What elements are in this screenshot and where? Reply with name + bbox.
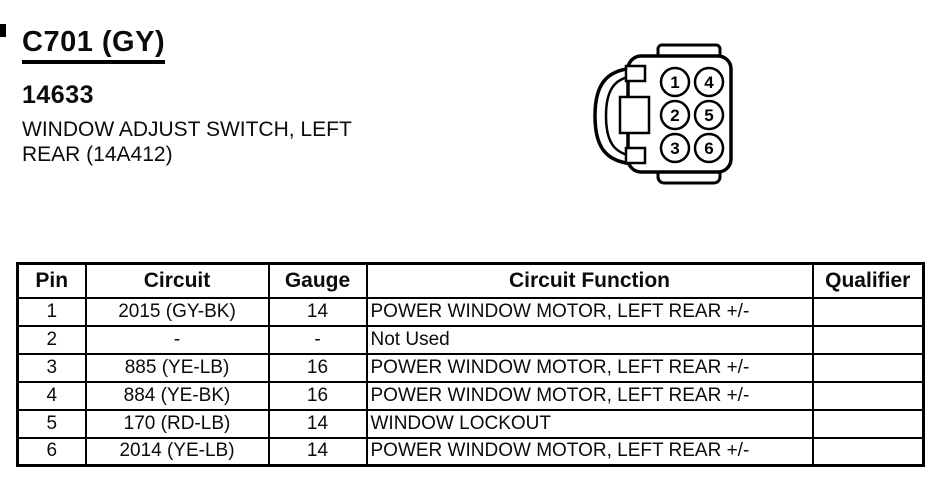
pin-cell: 4: [16, 380, 87, 411]
pin-1-circle: [659, 66, 691, 98]
circuit-cell: 2015 (GY-BK): [84, 296, 270, 327]
pin-2-label: 2: [670, 106, 679, 125]
function-cell: POWER WINDOW MOTOR, LEFT REAR +/-: [365, 436, 814, 467]
function-cell: WINDOW LOCKOUT: [365, 408, 814, 439]
part-number: 14633: [22, 81, 95, 109]
description-line-1: WINDOW ADJUST SWITCH, LEFT: [22, 118, 352, 141]
circuit-cell: 170 (RD-LB): [84, 408, 270, 439]
header-qualifier: Qualifier: [811, 262, 925, 299]
connector-description: WINDOW ADJUST SWITCH, LEFT REAR (14A412): [22, 117, 352, 167]
pin-cell: 1: [16, 296, 87, 327]
pin-1-label: 1: [670, 73, 679, 92]
connector-latch-inner: [604, 74, 635, 158]
pin-3-circle: [659, 132, 691, 164]
function-cell: POWER WINDOW MOTOR, LEFT REAR +/-: [365, 352, 814, 383]
qualifier-cell: [811, 436, 925, 467]
pin-4-label: 4: [704, 73, 714, 92]
connector-diagram: 1 2 3 4 5 6: [593, 43, 733, 185]
function-cell: Not Used: [365, 324, 814, 355]
header-gauge: Gauge: [267, 262, 368, 299]
pin-5-label: 5: [704, 106, 713, 125]
qualifier-cell: [811, 352, 925, 383]
pin-6-label: 6: [704, 139, 713, 158]
connector-id-title: C701 (GY): [22, 26, 166, 64]
qualifier-cell: [811, 296, 925, 327]
gauge-cell: -: [267, 324, 368, 355]
description-line-2: REAR (14A412): [22, 143, 173, 166]
pin-3-label: 3: [670, 139, 679, 158]
pin-cell: 5: [16, 408, 87, 439]
gauge-cell: 14: [267, 436, 368, 467]
qualifier-cell: [811, 380, 925, 411]
circuit-cell: -: [84, 324, 270, 355]
connector-notch-top: [624, 64, 647, 83]
header-pin: Pin: [16, 262, 87, 299]
gauge-cell: 14: [267, 296, 368, 327]
pin-cell: 3: [16, 352, 87, 383]
table-row: 6 2014 (YE-LB) 14 POWER WINDOW MOTOR, LE…: [16, 436, 925, 467]
table-row: 3 885 (YE-LB) 16 POWER WINDOW MOTOR, LEF…: [16, 352, 925, 383]
pin-6-circle: [693, 132, 725, 164]
table-row: 4 884 (YE-BK) 16 POWER WINDOW MOTOR, LEF…: [16, 380, 925, 411]
function-cell: POWER WINDOW MOTOR, LEFT REAR +/-: [365, 380, 814, 411]
circuit-cell: 885 (YE-LB): [84, 352, 270, 383]
header-circuit: Circuit: [84, 262, 270, 299]
pin-cell: 6: [16, 436, 87, 467]
gauge-cell: 16: [267, 380, 368, 411]
connector-latch-slot: [618, 95, 651, 135]
table-row: 1 2015 (GY-BK) 14 POWER WINDOW MOTOR, LE…: [16, 296, 925, 327]
table-header-row: Pin Circuit Gauge Circuit Function Quali…: [16, 262, 925, 299]
table-row: 5 170 (RD-LB) 14 WINDOW LOCKOUT: [16, 408, 925, 439]
pin-2-circle: [659, 99, 691, 131]
table-row: 2 - - Not Used: [16, 324, 925, 355]
header-block: C701 (GY) 14633 WINDOW ADJUST SWITCH, LE…: [22, 26, 352, 167]
pinout-table: Pin Circuit Gauge Circuit Function Quali…: [16, 262, 925, 467]
connector-latch-outer: [593, 66, 635, 166]
qualifier-cell: [811, 324, 925, 355]
pin-cell: 2: [16, 324, 87, 355]
function-cell: POWER WINDOW MOTOR, LEFT REAR +/-: [365, 296, 814, 327]
pin-4-circle: [693, 66, 725, 98]
scan-artifact: [0, 24, 6, 37]
gauge-cell: 16: [267, 352, 368, 383]
connector-notch-bottom: [624, 146, 647, 165]
header-function: Circuit Function: [365, 262, 814, 299]
circuit-cell: 2014 (YE-LB): [84, 436, 270, 467]
qualifier-cell: [811, 408, 925, 439]
pin-5-circle: [693, 99, 725, 131]
gauge-cell: 14: [267, 408, 368, 439]
circuit-cell: 884 (YE-BK): [84, 380, 270, 411]
